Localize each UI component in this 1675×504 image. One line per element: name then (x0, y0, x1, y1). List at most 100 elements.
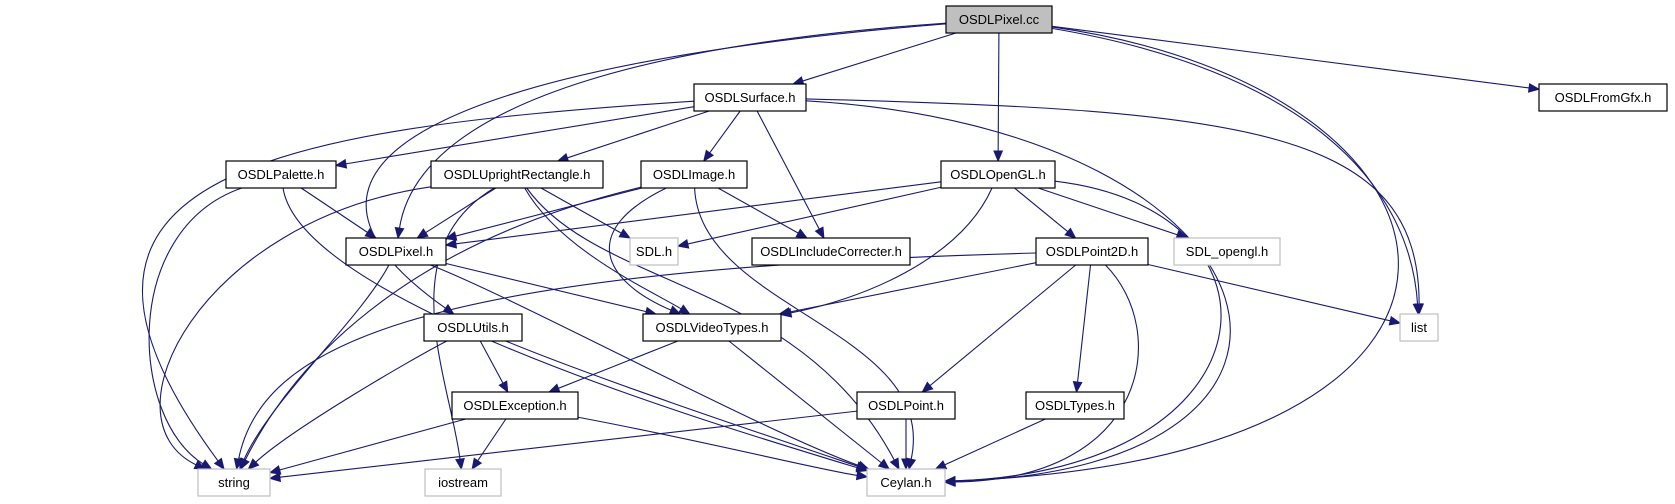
node-osdlvideotypes-h[interactable]: OSDLVideoTypes.h (642, 313, 782, 342)
edge-osdlpixel-h-to-ceylan-h (430, 264, 870, 471)
edge-osdlopengl-h-to-osdlpoint2d-h (1014, 187, 1077, 239)
edge-line (686, 186, 942, 245)
edge-arrowhead (814, 226, 825, 240)
edge-osdluprightrectangle-h-to-osdlvideotypes-h (524, 187, 691, 315)
edge-line (148, 187, 243, 465)
edge-osdlpixel-cc-to-list (1051, 27, 1423, 316)
edge-arrowhead (1414, 303, 1425, 316)
edge-osdlpoint2d-h-to-osdltypes-h (1072, 264, 1092, 394)
edge-osdlpoint2d-h-to-ceylan-h (943, 264, 1139, 487)
edge-arrowhead (268, 465, 282, 475)
edge-osdlexception-h-to-ceylan-h (577, 416, 869, 481)
edge-osdlpalette-h-to-osdlpixel-h (300, 187, 377, 239)
edge-osdlpoint2d-h-to-osdlvideotypes-h (778, 262, 1037, 317)
edge-osdlpixel-cc-to-osdlfromgfx-h (1051, 25, 1541, 93)
edge-line (282, 187, 859, 469)
edge-osdlpixel-cc-to-osdlsurface-h (791, 32, 957, 86)
edge-osdlutils-h-to-ceylan-h (505, 340, 869, 471)
edge-arrowhead (778, 307, 791, 317)
node-label: OSDLUprightRectangle.h (444, 167, 591, 182)
node-list: list (1399, 313, 1439, 342)
edge-line (278, 418, 466, 471)
edge-line (424, 187, 497, 234)
edge-osdlpoint2d-h-to-list (1147, 263, 1402, 326)
edge-line (928, 264, 1077, 387)
edge-osdlsurface-h-to-osdlimage-h (703, 110, 741, 163)
node-label: OSDLUtils.h (437, 320, 509, 335)
edge-line (1147, 263, 1392, 322)
edge-line (278, 410, 858, 478)
node-osdlpoint2d-h[interactable]: OSDLPoint2D.h (1035, 237, 1149, 266)
node-label: OSDLImage.h (653, 167, 735, 182)
node-box (640, 160, 748, 189)
node-box (940, 160, 1056, 189)
node-label: iostream (438, 475, 488, 490)
node-label: OSDLTypes.h (1035, 398, 1115, 413)
edge-line (430, 264, 861, 467)
edge-arrowhead (364, 228, 377, 239)
node-osdlexception-h[interactable]: OSDLException.h (451, 391, 579, 420)
node-box (430, 160, 604, 189)
node-label: OSDLSurface.h (704, 90, 795, 105)
edge-arrowhead (394, 226, 405, 240)
node-label: OSDLVideoTypes.h (656, 320, 769, 335)
node-label: OSDLPoint2D.h (1046, 244, 1139, 259)
edge-arrowhead (233, 457, 244, 471)
node-osdlimage-h[interactable]: OSDLImage.h (640, 160, 748, 189)
node-osdlutils-h[interactable]: OSDLUtils.h (423, 313, 523, 342)
edge-line (141, 100, 695, 463)
edge-arrowhead (444, 231, 458, 241)
node-osdlpalette-h[interactable]: OSDLPalette.h (225, 160, 337, 189)
node-osdlpixel-h[interactable]: OSDLPixel.h (345, 237, 447, 266)
node-box (629, 237, 679, 266)
edge-line (398, 22, 947, 230)
edge-line (577, 416, 859, 477)
node-osdlfromgfx-h[interactable]: OSDLFromGfx.h (1538, 83, 1668, 112)
edge-osdluprightrectangle-h-to-string (159, 186, 432, 470)
node-box (451, 391, 579, 420)
node-box (642, 313, 782, 342)
node-osdlpoint-h[interactable]: OSDLPoint.h (856, 391, 956, 420)
edge-osdlpixel-cc-to-ceylan-h (943, 26, 1399, 486)
edge-line (943, 418, 1046, 466)
edge-osdluprightrectangle-h-to-ceylan-h (526, 187, 900, 471)
edge-line (1014, 187, 1069, 233)
node-box (866, 468, 946, 497)
node-box (1035, 237, 1149, 266)
edge-arrowhead (444, 238, 458, 249)
edge-arrowhead (247, 458, 260, 470)
node-box (693, 83, 807, 112)
node-box (197, 468, 271, 497)
node-osdluprightrectangle-h[interactable]: OSDLUprightRectangle.h (430, 160, 604, 189)
edge-arrowhead (1064, 227, 1077, 239)
node-osdlpixel-cc[interactable]: OSDLPixel.cc (945, 5, 1053, 34)
node-label: OSDLPalette.h (238, 167, 325, 182)
edge-osdlsurface-h-to-osdluprightrectangle-h (556, 110, 710, 163)
node-sdl-h: SDL.h (629, 237, 679, 266)
edge-arrowhead (855, 461, 869, 471)
node-osdlincludecorrecter-h[interactable]: OSDLIncludeCorrecter.h (751, 237, 911, 266)
node-osdlopengl-h[interactable]: OSDLOpenGL.h (940, 160, 1056, 189)
edge-line (1037, 187, 1179, 236)
edge-osdlpoint-h-to-ceylan-h (901, 419, 911, 471)
node-osdlsurface-h[interactable]: OSDLSurface.h (693, 83, 807, 112)
edge-line (756, 110, 821, 231)
edge-line (997, 32, 1000, 153)
edge-arrowhead (547, 383, 561, 393)
edge-line (505, 340, 859, 467)
node-label: OSDLPixel.h (359, 244, 433, 259)
edge-line (788, 262, 1037, 313)
node-label: string (218, 475, 250, 490)
node-string: string (197, 468, 271, 497)
node-box (1538, 83, 1668, 112)
edge-osdlimage-h-to-osdlpixel-h (444, 187, 642, 241)
edge-line (953, 180, 1222, 482)
node-osdltypes-h[interactable]: OSDLTypes.h (1025, 391, 1125, 420)
edge-osdlopengl-h-to-osdlpixel-h (444, 181, 942, 249)
edge-osdlutils-h-to-osdlexception-h (479, 340, 509, 394)
edge-osdlopengl-h-to-sdl-h (676, 186, 942, 249)
node-label: Ceylan.h (880, 475, 931, 490)
node-box (856, 391, 956, 420)
